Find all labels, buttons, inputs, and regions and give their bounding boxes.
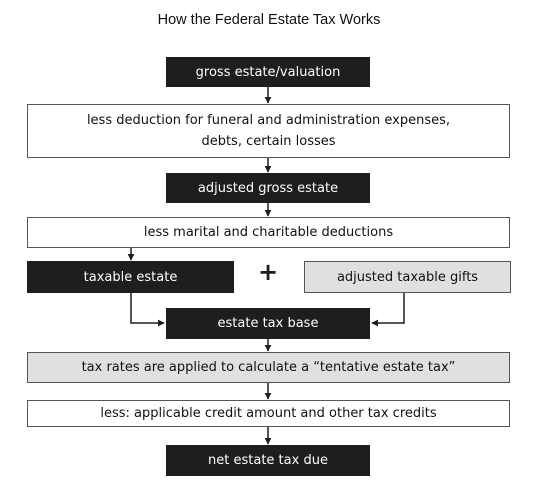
less-deduction-label: less deduction for funeral and administr… xyxy=(86,113,451,149)
tax-rates-box: tax rates are applied to calculate a “te… xyxy=(27,352,510,383)
less-marital-label: less marital and charitable deductions xyxy=(143,225,394,240)
adjusted-taxable-gifts-label: adjusted taxable gifts xyxy=(336,269,479,285)
taxable-estate-label: taxable estate xyxy=(83,269,178,285)
adjusted-gross-estate-box: adjusted gross estate xyxy=(166,173,370,203)
arrow-taxable-estate-to-tax-base xyxy=(130,293,165,327)
estate-tax-base-label: estate tax base xyxy=(217,316,319,331)
net-estate-tax-label: net estate tax due xyxy=(208,453,328,468)
plus-sign: + xyxy=(257,258,279,286)
adjusted-gross-estate-label: adjusted gross estate xyxy=(197,180,339,196)
less-credit-label: less: applicable credit amount and other… xyxy=(100,406,437,421)
gross-estate-label: gross estate/valuation xyxy=(195,64,341,80)
adjusted-taxable-gifts-box: adjusted taxable gifts xyxy=(304,261,511,293)
net-estate-tax-box: net estate tax due xyxy=(166,445,370,476)
arrow-taxable-gifts-to-tax-base xyxy=(371,293,405,327)
less-deduction-box: less deduction for funeral and administr… xyxy=(27,104,510,158)
less-credit-box: less: applicable credit amount and other… xyxy=(27,400,510,427)
diagram-title: How the Federal Estate Tax Works xyxy=(157,12,381,28)
tax-rates-label: tax rates are applied to calculate a “te… xyxy=(81,360,456,375)
estate-tax-base-box: estate tax base xyxy=(166,308,370,339)
gross-estate-box: gross estate/valuation xyxy=(166,57,370,87)
taxable-estate-box: taxable estate xyxy=(27,261,234,293)
less-marital-box: less marital and charitable deductions xyxy=(27,217,510,248)
